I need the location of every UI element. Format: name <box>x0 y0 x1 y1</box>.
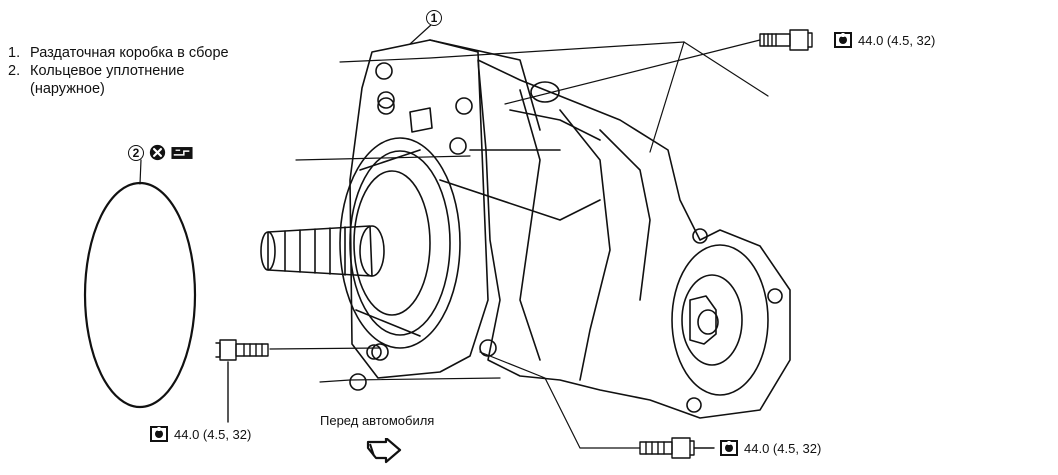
torque-value: 44.0 (4.5, 32) <box>174 426 252 442</box>
torque-spec-top-right: 44.0 (4.5, 32) <box>834 32 935 48</box>
callout-number: 1 <box>426 10 442 26</box>
legend-item-2: 2. Кольцевое уплотнение <box>8 62 229 80</box>
callout-part-2: 2 <box>128 144 193 161</box>
legend-num: 1. <box>8 45 21 61</box>
o-ring <box>83 181 197 409</box>
bolt-bottom-right <box>639 437 715 459</box>
legend-text-continued: (наружное) <box>30 81 105 97</box>
torque-spec-bottom-left: 44.0 (4.5, 32) <box>150 426 251 442</box>
mounting-flange <box>349 39 489 379</box>
callout-number: 2 <box>128 144 144 161</box>
legend-text: Кольцевое уплотнение <box>30 63 185 79</box>
torque-wrench-icon <box>150 426 168 442</box>
bolt-top-right <box>759 29 813 51</box>
front-direction-arrow-icon <box>366 438 402 464</box>
torque-value: 44.0 (4.5, 32) <box>858 32 936 48</box>
torque-value: 44.0 (4.5, 32) <box>744 440 822 456</box>
torque-wrench-icon <box>834 32 852 48</box>
housing-body <box>477 59 791 419</box>
legend-num: 2. <box>8 63 21 79</box>
legend-item-1: 1. Раздаточная коробка в сборе <box>8 44 229 62</box>
bolt-left <box>215 339 269 423</box>
torque-spec-bottom-right: 44.0 (4.5, 32) <box>720 440 821 456</box>
do-not-reuse-icon <box>149 144 166 161</box>
front-of-vehicle-label: Перед автомобиля <box>320 413 435 428</box>
parts-legend: 1. Раздаточная коробка в сборе 2. Кольце… <box>8 44 229 98</box>
apply-grease-icon <box>171 146 193 159</box>
legend-text: Раздаточная коробка в сборе <box>30 45 229 61</box>
torque-wrench-icon <box>720 440 738 456</box>
callout-part-1: 1 <box>426 10 442 26</box>
